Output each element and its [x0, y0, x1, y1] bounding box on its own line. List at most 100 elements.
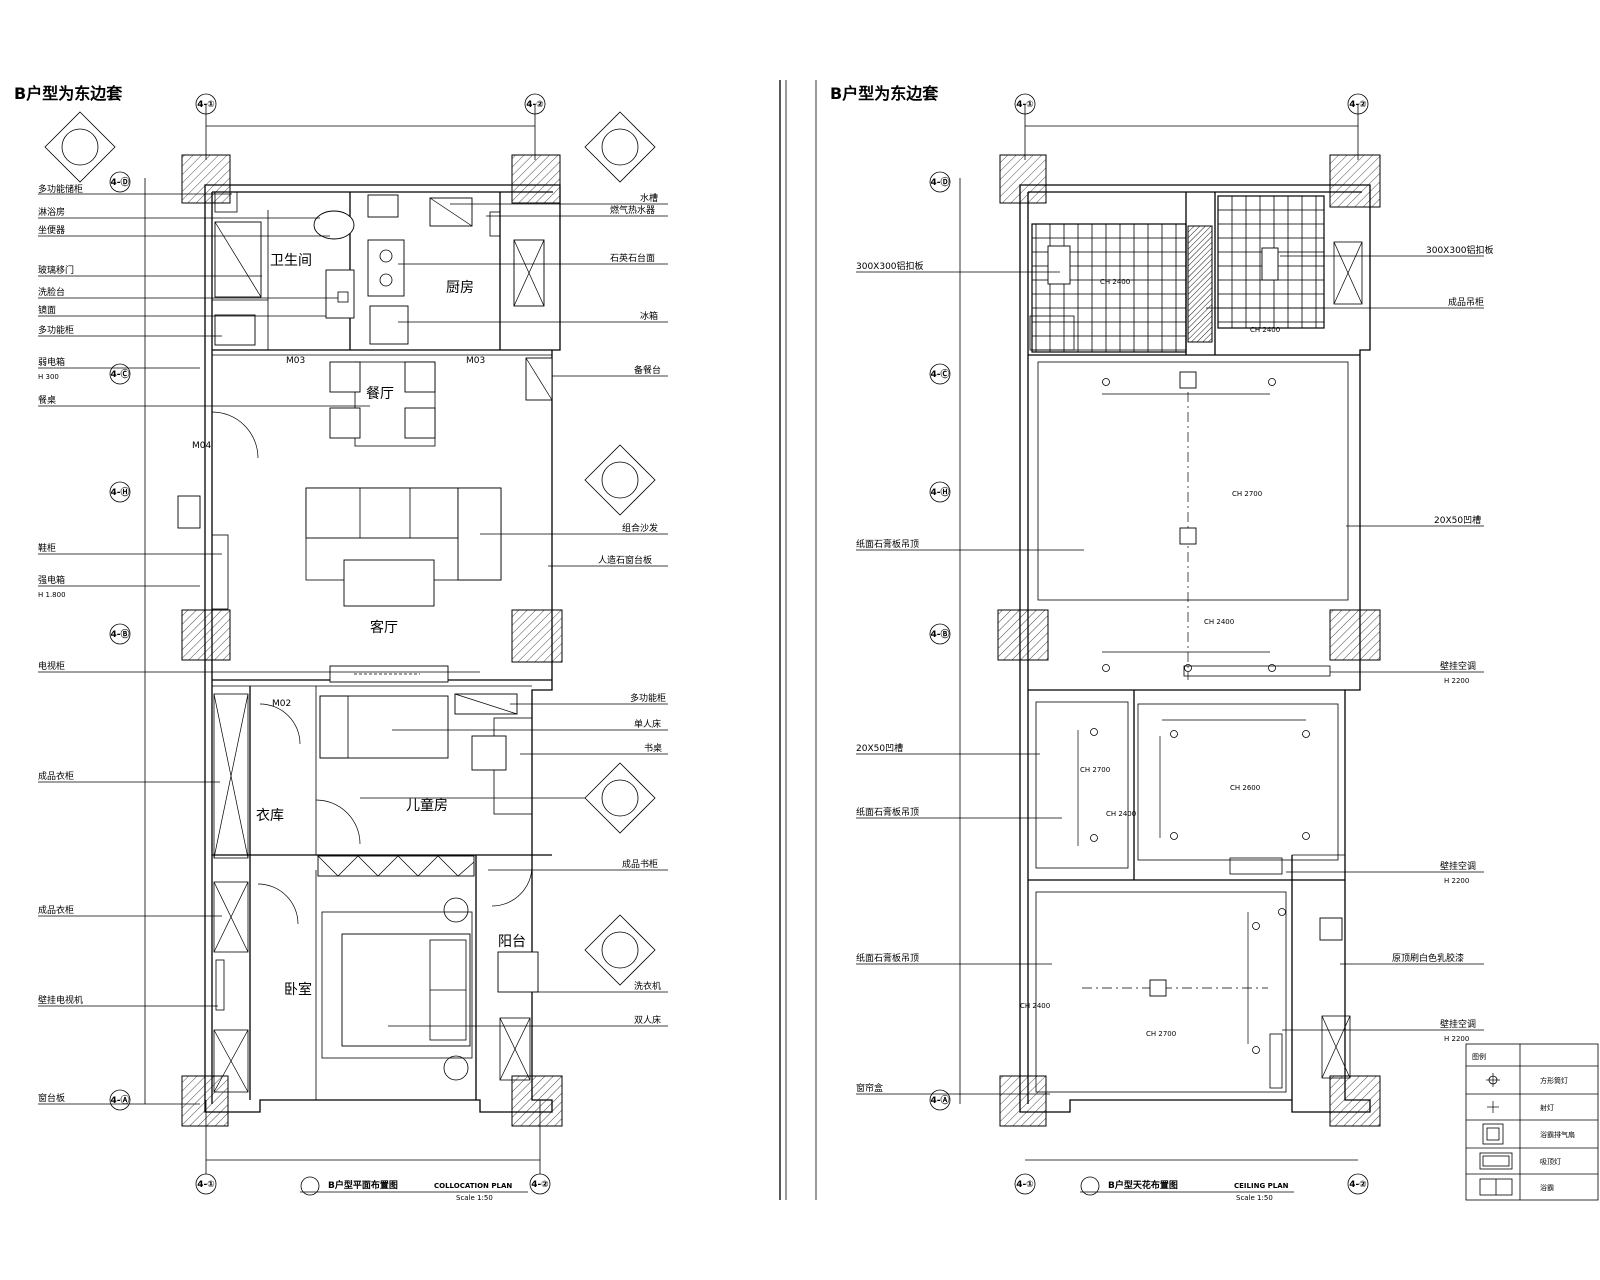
annotation-label: H 2200	[1444, 1035, 1469, 1043]
ceiling-height: CH 2700	[1146, 1030, 1176, 1038]
svg-text:4-②: 4-②	[1349, 100, 1367, 110]
room-label: 餐厅	[366, 386, 394, 402]
annotation-label: 坐便器	[38, 224, 65, 236]
plan-scale: Scale 1:50	[1236, 1194, 1273, 1202]
room-label: 客厅	[370, 619, 398, 636]
annotation-label: 组合沙发	[622, 522, 658, 534]
annotation-label: 300X300铝扣板	[1426, 244, 1494, 256]
annotation-label: 成品吊柜	[1448, 296, 1484, 308]
legend-item: 方形筒灯	[1540, 1076, 1568, 1085]
plan-title-block: B户型天花布置图 CEILING PLAN Scale 1:50	[1080, 1176, 1294, 1202]
annotation-label: 石英石台面	[610, 252, 655, 264]
annotation-label: 多功能柜	[630, 692, 666, 704]
annotation-leaders	[856, 271, 1084, 1095]
plan-title-en: COLLOCATION PLAN	[434, 1182, 512, 1190]
svg-text:4-①: 4-①	[197, 1180, 215, 1190]
dining-table	[354, 361, 436, 447]
grid-axis-bubble: 4-Ⓗ	[109, 481, 131, 503]
annotation-label: 成品书柜	[622, 858, 658, 870]
svg-text:4-①: 4-①	[1016, 100, 1034, 110]
grid-axis-bubble: 4-Ⓗ	[929, 481, 951, 503]
annotation-leaders	[1206, 255, 1484, 1031]
svg-text:4-Ⓗ: 4-Ⓗ	[111, 486, 130, 498]
left-heading: B户型为东边套	[14, 84, 123, 103]
annotation-label: 弱电箱	[38, 356, 65, 368]
svg-text:4-Ⓐ: 4-Ⓐ	[931, 1094, 950, 1106]
room-label: 卫生间	[270, 253, 312, 269]
legend-item: 浴霸排气扇	[1540, 1130, 1575, 1139]
annotation-label: 备餐台	[634, 364, 661, 376]
svg-text:4-Ⓓ: 4-Ⓓ	[111, 176, 130, 188]
left-plan: B户型为东边套 4-① 4-② 4-Ⓓ 4-Ⓒ 4-Ⓗ 4-Ⓑ	[14, 84, 668, 1202]
section-marker-icon	[584, 111, 656, 183]
legend-item: 吸顶灯	[1540, 1157, 1561, 1166]
ceiling-height: CH 2400	[1204, 618, 1234, 626]
annotation-label: 纸面石膏板吊顶	[856, 806, 919, 818]
svg-text:4-②: 4-②	[1349, 1180, 1367, 1190]
annotation-label: 壁挂空调	[1440, 860, 1476, 872]
bookcase	[317, 855, 475, 877]
single-bed	[319, 695, 449, 759]
section-marker-icon	[584, 914, 656, 986]
wardrobe	[213, 693, 249, 859]
annotation-label: 壁挂空调	[1440, 1018, 1476, 1030]
fridge	[369, 305, 409, 345]
annotation-label: 冰箱	[640, 310, 658, 322]
living-ceiling	[1037, 361, 1349, 601]
annotation-label: 成品衣柜	[38, 770, 74, 782]
annotation-label: 淋浴房	[38, 206, 65, 218]
exhaust-heater-icon	[1482, 1123, 1504, 1145]
downlight-icon	[1486, 1073, 1500, 1087]
grid-axis-bubble: 4-Ⓐ	[929, 1089, 951, 1111]
storage	[367, 194, 399, 218]
shoe-cabinet	[177, 495, 201, 529]
wall-tv	[215, 959, 225, 1011]
door-tag: M03	[466, 356, 485, 366]
structural-column	[999, 1075, 1047, 1127]
annotation-label: 镜面	[38, 304, 56, 316]
door-tag: M04	[192, 441, 211, 451]
section-marker-icon	[584, 444, 656, 516]
annotation-label: 窗台板	[38, 1092, 65, 1104]
annotation-label: 水槽	[640, 192, 658, 204]
grid-axis-bubble: 4-①	[1014, 1173, 1036, 1195]
annotation-label: 300X300铝扣板	[856, 260, 924, 272]
annotation-label: 窗帘盒	[856, 1082, 883, 1094]
annotation-label: 20X50凹槽	[1434, 514, 1481, 526]
structural-column	[997, 609, 1049, 661]
annotation-label: 壁挂电视机	[38, 994, 83, 1006]
grid-axis-bubble: 4-①	[1014, 93, 1036, 115]
annotation-label: 强电箱	[38, 574, 65, 586]
svg-text:4-Ⓓ: 4-Ⓓ	[931, 176, 950, 188]
spotlight-icon	[1487, 1101, 1499, 1113]
room-label: 儿童房	[406, 797, 448, 814]
structural-column	[999, 154, 1047, 204]
svg-text:4-Ⓒ: 4-Ⓒ	[111, 368, 130, 380]
grid-axis-bubble: 4-②	[1347, 93, 1369, 115]
annotation-label: H 2200	[1444, 877, 1469, 885]
grid-axis-bubble: 4-Ⓑ	[109, 623, 131, 645]
ceiling-height: CH 2600	[1230, 784, 1260, 792]
spotlight-icon	[1090, 378, 1310, 1054]
annotation-label: 20X50凹槽	[856, 742, 903, 754]
legend-item: 射灯	[1540, 1103, 1554, 1112]
grid-axis-bubble: 4-②	[524, 93, 546, 115]
annotation-label: 纸面石膏板吊顶	[856, 538, 919, 550]
annotation-label: 电视柜	[38, 660, 65, 672]
structural-column	[511, 1075, 563, 1127]
legend-table: 图例 方形筒灯 射灯 浴霸排气扇 吸顶灯 浴霸	[1465, 1043, 1599, 1201]
structural-column	[1329, 154, 1381, 208]
plan-title-en: CEILING PLAN	[1234, 1182, 1289, 1190]
ceiling-height: CH 2700	[1232, 490, 1262, 498]
washing-machine	[497, 951, 539, 993]
svg-text:4-Ⓐ: 4-Ⓐ	[111, 1094, 130, 1106]
ceiling-height: CH 2400	[1106, 810, 1136, 818]
door-tag: M02	[272, 699, 291, 709]
annotation-label: 单人床	[634, 718, 661, 730]
grid-axis-bubble: 4-①	[195, 1173, 217, 1195]
room-label: 厨房	[446, 280, 474, 296]
svg-text:4-②: 4-②	[531, 1180, 549, 1190]
bath-heater-icon	[1479, 1178, 1513, 1196]
plan-title: B户型平面布置图	[328, 1179, 398, 1191]
